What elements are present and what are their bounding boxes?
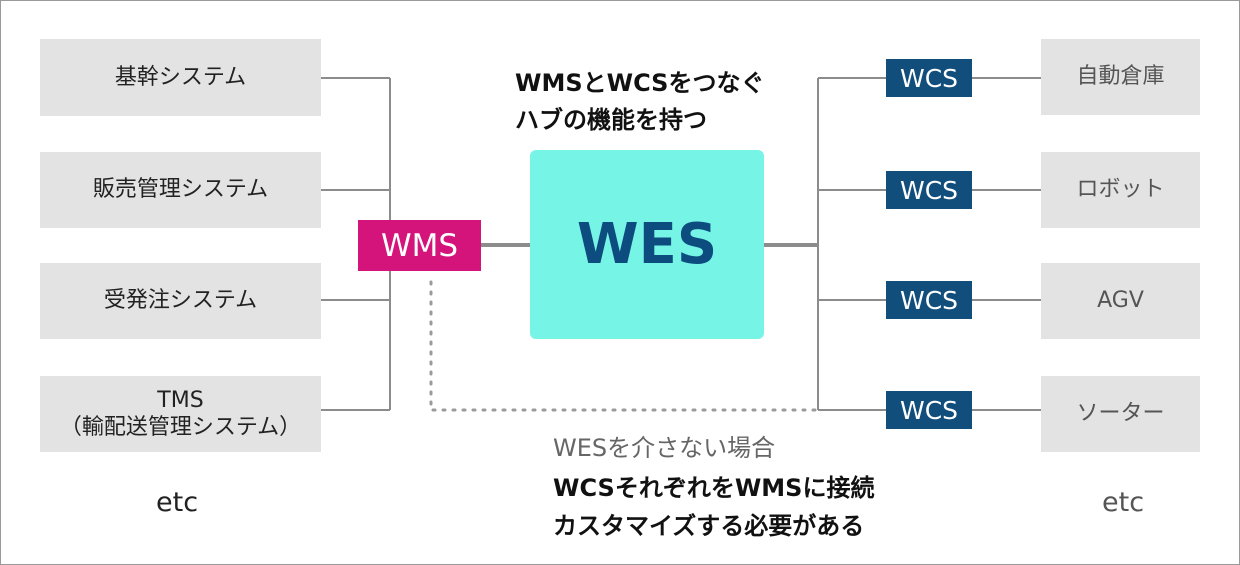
left-etc-label: etc	[156, 487, 199, 518]
hub-caption: WMSとWCSをつなぐ ハブの機能を持つ	[515, 65, 764, 139]
left-system-box: 販売管理システム	[40, 152, 321, 228]
left-system-box: 基幹システム	[40, 39, 321, 116]
wes-box: WES	[530, 150, 764, 339]
wcs-label: WCS	[886, 391, 972, 429]
device-label: AGV	[1097, 288, 1144, 314]
device-box: AGV	[1041, 263, 1200, 339]
left-system-label: 基幹システム	[114, 64, 247, 90]
device-box: ソーター	[1041, 376, 1200, 452]
no-wes-note-line: WCSそれぞれをWMSに接続	[553, 474, 875, 502]
left-system-box: 受発注システム	[40, 263, 321, 339]
left-system-label: 販売管理システム	[92, 177, 269, 203]
left-system-label: 受発注システム	[103, 288, 258, 314]
bypass-dotted-line	[429, 280, 820, 412]
wcs-label: WCS	[886, 281, 972, 319]
left-system-box: TMS （輸配送管理システム）	[40, 376, 321, 452]
no-wes-title: WESを介さない場合	[553, 434, 776, 462]
device-label: ソーター	[1076, 401, 1165, 427]
no-wes-note-line: カスタマイズする必要がある	[553, 512, 865, 540]
hub-caption-line: WMSとWCSをつなぐ	[515, 69, 765, 97]
device-label: 自動倉庫	[1076, 64, 1165, 90]
no-wes-note: WCSそれぞれをWMSに接続 カスタマイズする必要がある	[553, 469, 874, 545]
wes-label: WES	[576, 212, 718, 277]
wcs-label: WCS	[886, 171, 972, 209]
wms-label: WMS	[358, 220, 481, 271]
right-etc-label: etc	[1102, 487, 1145, 518]
left-system-label: TMS （輸配送管理システム）	[59, 387, 302, 441]
device-label: ロボット	[1076, 177, 1165, 203]
device-box: ロボット	[1041, 152, 1200, 228]
wcs-label: WCS	[886, 59, 972, 97]
device-box: 自動倉庫	[1041, 39, 1200, 115]
hub-caption-line: ハブの機能を持つ	[515, 106, 707, 134]
